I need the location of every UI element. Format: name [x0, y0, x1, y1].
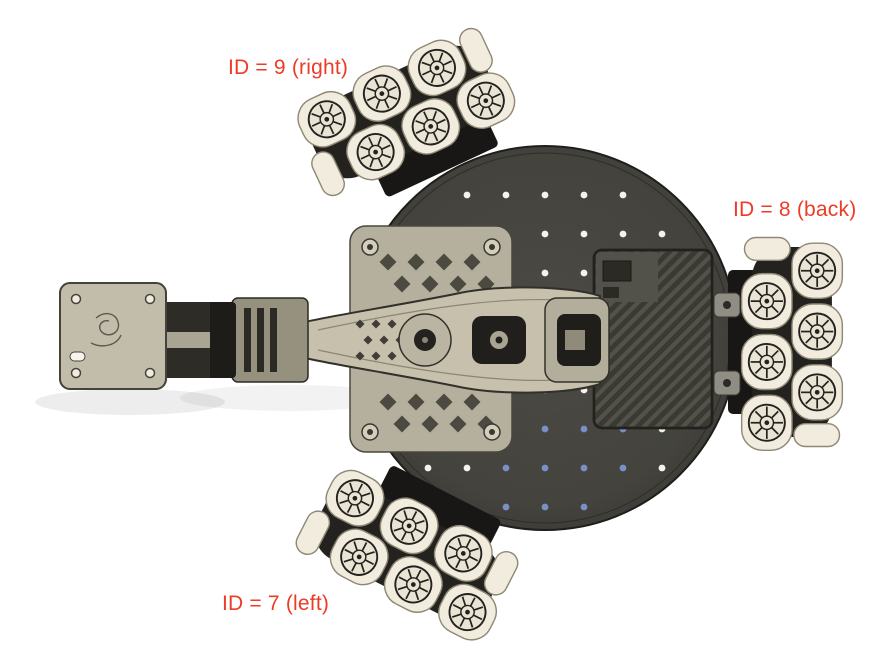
arm-motor	[472, 316, 526, 364]
arm-shadow	[35, 389, 225, 415]
end-plate-logo	[90, 312, 122, 347]
wrist-adapter	[204, 302, 236, 378]
plate-edge-tabs	[713, 292, 741, 396]
end-plate-slot	[69, 351, 86, 362]
arm-wrist	[231, 297, 309, 383]
mount-plate-screws	[361, 238, 501, 441]
connector-port	[602, 260, 632, 282]
gripper-end-plate	[59, 282, 167, 390]
gripper-link	[160, 302, 210, 378]
omni-wheel-back	[742, 238, 843, 451]
arm-shadow-2	[180, 385, 400, 411]
label-wheel-right: ID = 9 (right)	[228, 56, 349, 79]
electronics-enclosure	[592, 248, 714, 430]
label-wheel-left: ID = 7 (left)	[222, 592, 330, 615]
label-wheel-back: ID = 8 (back)	[733, 198, 857, 221]
diamond-vents-bottom	[379, 393, 495, 433]
arm-elbow-joint	[398, 313, 452, 367]
diamond-vents-top	[379, 253, 495, 293]
arm-shoulder	[544, 297, 610, 383]
robot-arm	[59, 282, 610, 394]
connector-port-small	[603, 287, 619, 298]
